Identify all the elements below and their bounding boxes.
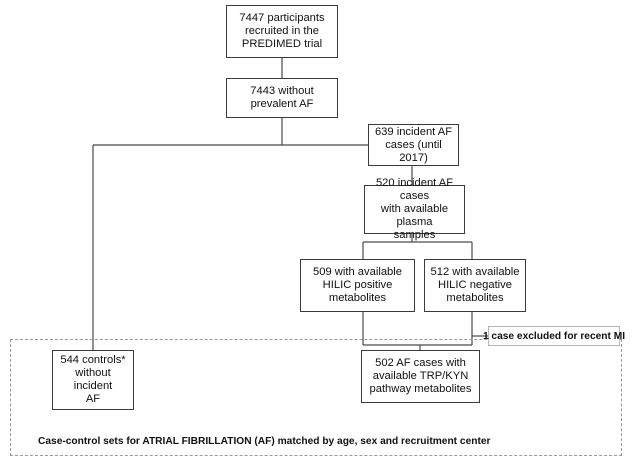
node-plasma-samples: 520 incident AF cases with available pla… [364,177,465,241]
node-recruited: 7447 participants recruited in the PREDI… [226,5,338,58]
exclusion-note: 1 case excluded for recent MI [483,326,625,346]
case-control-region [10,339,622,456]
region-caption: Case-control sets for ATRIAL FIBRILLATIO… [38,436,490,447]
region-caption-text: Case-control sets for ATRIAL FIBRILLATIO… [38,436,491,447]
node-hilic-positive: 509 with available HILIC positive metabo… [300,259,415,312]
node-controls: 544 controls* without incident AF [52,350,134,410]
node-without-prevalent-af-label: 7443 without prevalent AF [250,85,314,110]
node-controls-label: 544 controls* without incident AF [60,354,126,405]
node-af-cases-trp-label: 502 AF cases with available TRP/KYN path… [369,357,472,395]
node-recruited-label: 7447 participants recruited in the PREDI… [239,12,325,50]
node-plasma-samples-label: 520 incident AF cases with available pla… [375,177,454,241]
node-hilic-negative-label: 512 with available HILIC negative metabo… [430,266,520,304]
node-hilic-negative: 512 with available HILIC negative metabo… [424,259,526,312]
exclusion-note-text: 1 case excluded for recent MI [482,330,626,342]
node-af-cases-trp: 502 AF cases with available TRP/KYN path… [361,350,480,403]
node-without-prevalent-af: 7443 without prevalent AF [226,78,338,118]
node-incident-af-label: 639 incident AF cases (until 2017) [374,125,453,164]
node-hilic-positive-label: 509 with available HILIC positive metabo… [313,266,402,304]
node-incident-af: 639 incident AF cases (until 2017) [368,124,459,166]
